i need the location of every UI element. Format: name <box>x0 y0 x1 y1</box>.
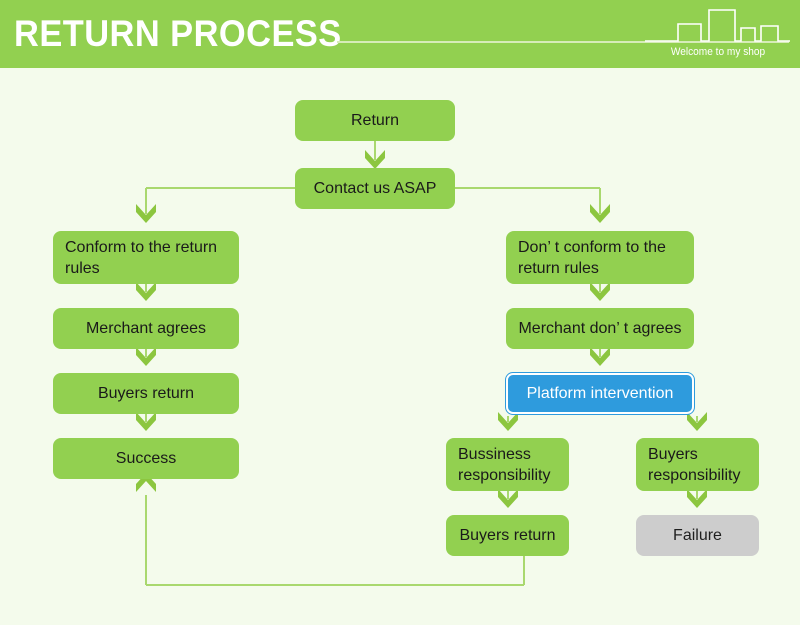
node-label: Bussiness responsibility <box>458 445 551 484</box>
page-header: RETURN PROCESS Welcome to my shop <box>0 0 800 68</box>
arrowhead-business-buyersreturn <box>498 489 518 508</box>
node-dont-conform[interactable]: Don’ t conform to the return rules <box>506 231 694 284</box>
arrowhead-buyersresp-failure <box>687 489 707 508</box>
node-label: Failure <box>673 527 722 544</box>
node-label: Return <box>350 112 400 129</box>
node-label: Platform intervention <box>526 385 674 402</box>
node-business-resp[interactable]: Bussiness responsibility <box>446 438 569 491</box>
node-merchant-agrees[interactable]: Merchant agrees <box>53 308 239 349</box>
node-label: Conform to the return rules <box>65 238 218 277</box>
arrowhead-return-contact <box>365 150 385 169</box>
arrowhead-buyers-success <box>136 412 156 431</box>
header-divider-line <box>337 41 789 43</box>
header-tagline: Welcome to my shop <box>670 46 766 58</box>
page-title: RETURN PROCESS <box>14 13 342 54</box>
node-buyers-return-r[interactable]: Buyers return <box>446 515 569 556</box>
node-label: Merchant don’ t agrees <box>518 320 682 337</box>
node-success[interactable]: Success <box>53 438 239 479</box>
node-label: Merchant agrees <box>85 320 207 337</box>
arrowhead-merchant-buyers <box>136 347 156 366</box>
node-conform[interactable]: Conform to the return rules <box>53 231 239 284</box>
arrowhead-conform-merchant <box>136 282 156 301</box>
node-label: Don’ t conform to the return rules <box>518 238 666 277</box>
node-failure[interactable]: Failure <box>636 515 759 556</box>
node-label: Success <box>115 450 177 467</box>
node-label: Buyers return <box>459 527 556 544</box>
arrowhead-platform-business <box>498 412 518 431</box>
node-label: Buyers return <box>97 385 195 402</box>
node-contact[interactable]: Contact us ASAP <box>295 168 455 209</box>
arrowhead-contact-conform <box>136 204 156 223</box>
node-merchant-dont[interactable]: Merchant don’ t agrees <box>506 308 694 349</box>
node-return[interactable]: Return <box>295 100 455 141</box>
arrowhead-merchantdont-platform <box>590 347 610 366</box>
node-label: Buyers responsibility <box>648 445 741 484</box>
node-label: Contact us ASAP <box>313 180 437 197</box>
arrowhead-contact-dontconform <box>590 204 610 223</box>
arrowhead-dontconform-merchantdont <box>590 282 610 301</box>
arrowhead-platform-buyersresp <box>687 412 707 431</box>
node-buyers-resp[interactable]: Buyers responsibility <box>636 438 759 491</box>
city-skyline-icon <box>645 9 790 42</box>
node-platform[interactable]: Platform intervention <box>505 372 695 415</box>
node-buyers-return-l[interactable]: Buyers return <box>53 373 239 414</box>
